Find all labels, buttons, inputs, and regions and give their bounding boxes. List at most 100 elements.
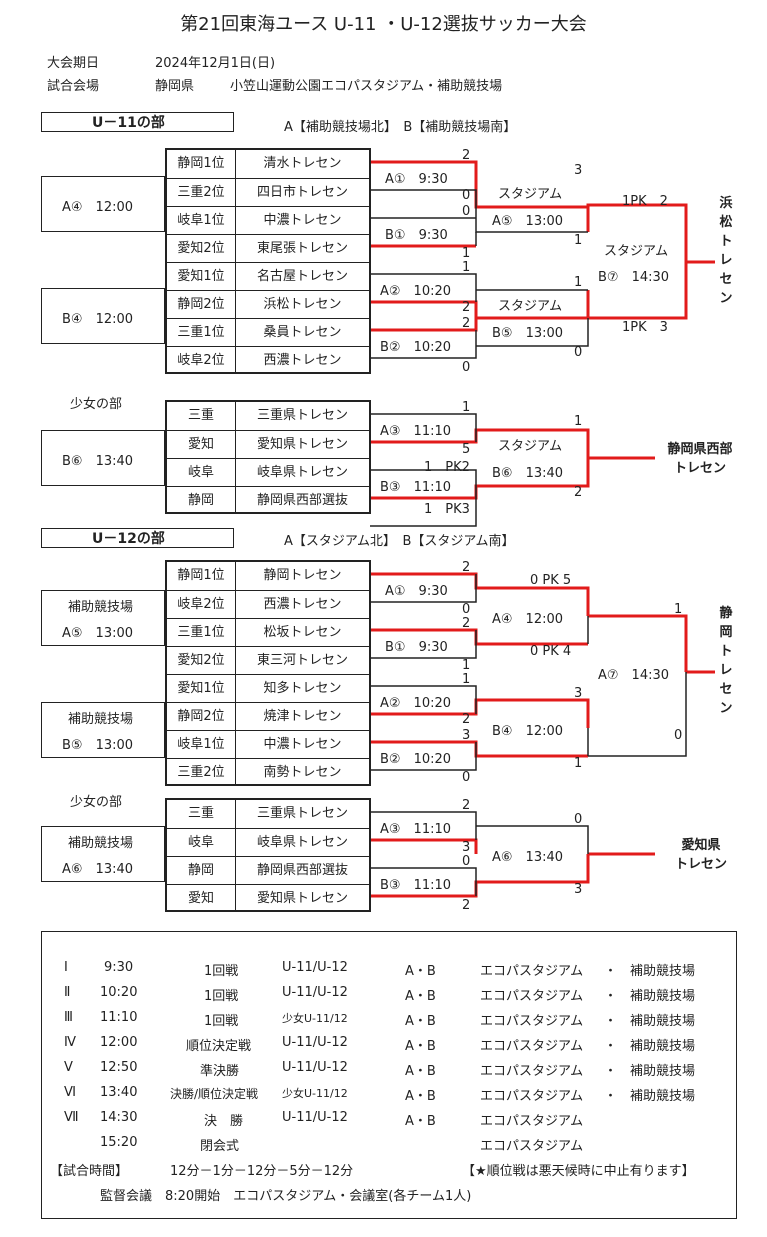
venue-label: スタジアム <box>498 187 563 202</box>
team-name: 桑員トレセン <box>263 325 342 340</box>
score: 3 <box>574 163 583 178</box>
u12-ranking-a-venue: 補助競技場 <box>68 600 134 615</box>
u11-final-top <box>586 203 688 262</box>
notice: 【★順位戦は悪天候時に中止有ります】 <box>462 1164 695 1179</box>
sched-courts: A・B <box>405 1114 436 1129</box>
match-label: B① 9:30 <box>385 640 448 655</box>
sched-time: 12:00 <box>100 1035 138 1050</box>
score: 1 <box>574 233 583 248</box>
score: 0 <box>462 360 471 375</box>
u12-final-top <box>588 614 688 672</box>
sched-no: Ⅶ <box>64 1110 79 1125</box>
u11-section-title: U－11の部 <box>41 112 234 132</box>
score: 1 PK2 <box>424 460 470 475</box>
u11-r1-a2-win <box>370 300 478 318</box>
score: 0 PK 5 <box>530 573 572 588</box>
sched-cat: U-11/U-12 <box>282 960 348 975</box>
score: 1 <box>574 414 583 429</box>
score: 2 <box>462 560 471 575</box>
u12-ranking-b-venue: 補助競技場 <box>68 712 134 727</box>
team-name: 静岡トレセン <box>263 568 342 583</box>
score: 2 <box>462 798 471 813</box>
sched-time: 11:10 <box>100 1010 138 1025</box>
team-name: 西濃トレセン <box>263 597 342 612</box>
u12-ranking-a: A⑤ 13:00 <box>62 626 134 641</box>
team-name: 西濃トレセン <box>263 353 342 368</box>
score: 2 <box>574 485 583 500</box>
sched-time: 9:30 <box>104 960 134 975</box>
team-name: 浜松トレセン <box>263 297 342 312</box>
u11-team-table: 静岡1位清水トレセン 三重2位四日市トレセン 岐阜1位中濃トレセン 愛知2位東尾… <box>165 148 371 374</box>
score: 2 <box>462 148 471 163</box>
match-label: B⑤ 13:00 <box>492 326 564 341</box>
team-name: 知多トレセン <box>263 681 342 696</box>
score: 1 <box>574 756 583 771</box>
sched-time: 14:30 <box>100 1110 138 1125</box>
venue-label: スタジアム <box>498 439 563 454</box>
team-seed: 岐阜2位 <box>167 591 236 618</box>
team-seed: 岐阜1位 <box>167 731 236 758</box>
match-label: A② 10:20 <box>380 284 452 299</box>
team-seed: 岐阜2位 <box>167 347 236 374</box>
sched-round: 決 勝 <box>204 1114 244 1129</box>
sched-venue: エコパスタジアム <box>480 1114 584 1129</box>
u12-section-title: U－12の部 <box>41 528 234 548</box>
venue-value: 小笠山運動公園エコパスタジアム・補助競技場 <box>230 79 503 94</box>
u11-ranking-a-box: A④ 12:00 <box>41 176 165 232</box>
score: 1 PK3 <box>424 502 470 517</box>
team-seed: 静岡1位 <box>167 150 236 178</box>
sched-venue2: 補助競技場 <box>630 1064 696 1079</box>
date-value: 2024年12月1日(日) <box>155 56 276 71</box>
sched-round: 決勝/順位決定戦 <box>170 1087 259 1101</box>
team-name: 三重県トレセン <box>256 408 348 423</box>
u12-girls-champion: 愛知県トレセン <box>674 838 727 872</box>
sched-venue: エコパスタジアム <box>480 989 584 1004</box>
sched-courts: A・B <box>405 1089 436 1104</box>
u12-ranking-b-box: 補助競技場 B⑤ 13:00 <box>41 702 165 758</box>
team-seed: 静岡 <box>167 487 236 514</box>
match-label: A③ 11:10 <box>380 424 452 439</box>
sched-cat: U-11/U-12 <box>282 1060 348 1075</box>
score: 3 <box>462 840 471 855</box>
score: 1 <box>574 275 583 290</box>
team-name: 名古屋トレセン <box>256 269 348 284</box>
score: 3 <box>574 686 583 701</box>
score: 0 <box>462 204 471 219</box>
score: 0 <box>462 854 471 869</box>
sched-venue2: 補助競技場 <box>630 1014 696 1029</box>
sched-no: Ⅵ <box>64 1085 76 1100</box>
match-label: B② 10:20 <box>380 752 452 767</box>
team-name: 岐阜県トレセン <box>256 835 348 850</box>
team-seed: 愛知1位 <box>167 675 236 702</box>
u11-girls-champion: 静岡県西部トレセン <box>667 442 733 476</box>
sched-time: 13:40 <box>100 1085 138 1100</box>
score: 5 <box>462 442 471 457</box>
team-name: 三重県トレセン <box>256 806 348 821</box>
match-label: B⑦ 14:30 <box>598 270 670 285</box>
match-label: A⑦ 14:30 <box>598 668 670 683</box>
venue-label: スタジアム <box>498 299 563 314</box>
match-label: B⑥ 13:40 <box>492 466 564 481</box>
team-name: 清水トレセン <box>263 156 342 171</box>
sched-courts: A・B <box>405 989 436 1004</box>
team-name: 愛知県トレセン <box>256 891 348 906</box>
u12-ranking-a-box: 補助競技場 A⑤ 13:00 <box>41 590 165 646</box>
team-name: 松坂トレセン <box>263 625 342 640</box>
sched-cat: U-11/U-12 <box>282 1110 348 1125</box>
team-seed: 三重1位 <box>167 619 236 646</box>
u12-team-table: 静岡1位静岡トレセン 岐阜2位西濃トレセン 三重1位松坂トレセン 愛知2位東三河… <box>165 560 371 786</box>
sched-cat: 少女U-11/12 <box>282 1087 348 1100</box>
sched-courts: A・B <box>405 1039 436 1054</box>
score: 3 <box>574 882 583 897</box>
sched-courts: A・B <box>405 964 436 979</box>
sched-venue2: 補助競技場 <box>630 1089 696 1104</box>
sched-dot: ・ <box>604 1089 618 1104</box>
score: 0 <box>574 812 583 827</box>
score: 1PK 3 <box>622 320 668 335</box>
score: 1PK 2 <box>622 194 668 209</box>
sched-time: 10:20 <box>100 985 138 1000</box>
match-label: A③ 11:10 <box>380 822 452 837</box>
schedule-box: Ⅰ 9:30 1回戦 U-11/U-12 A・B エコパスタジアム ・ 補助競技… <box>41 931 737 1219</box>
score: 0 <box>462 188 471 203</box>
